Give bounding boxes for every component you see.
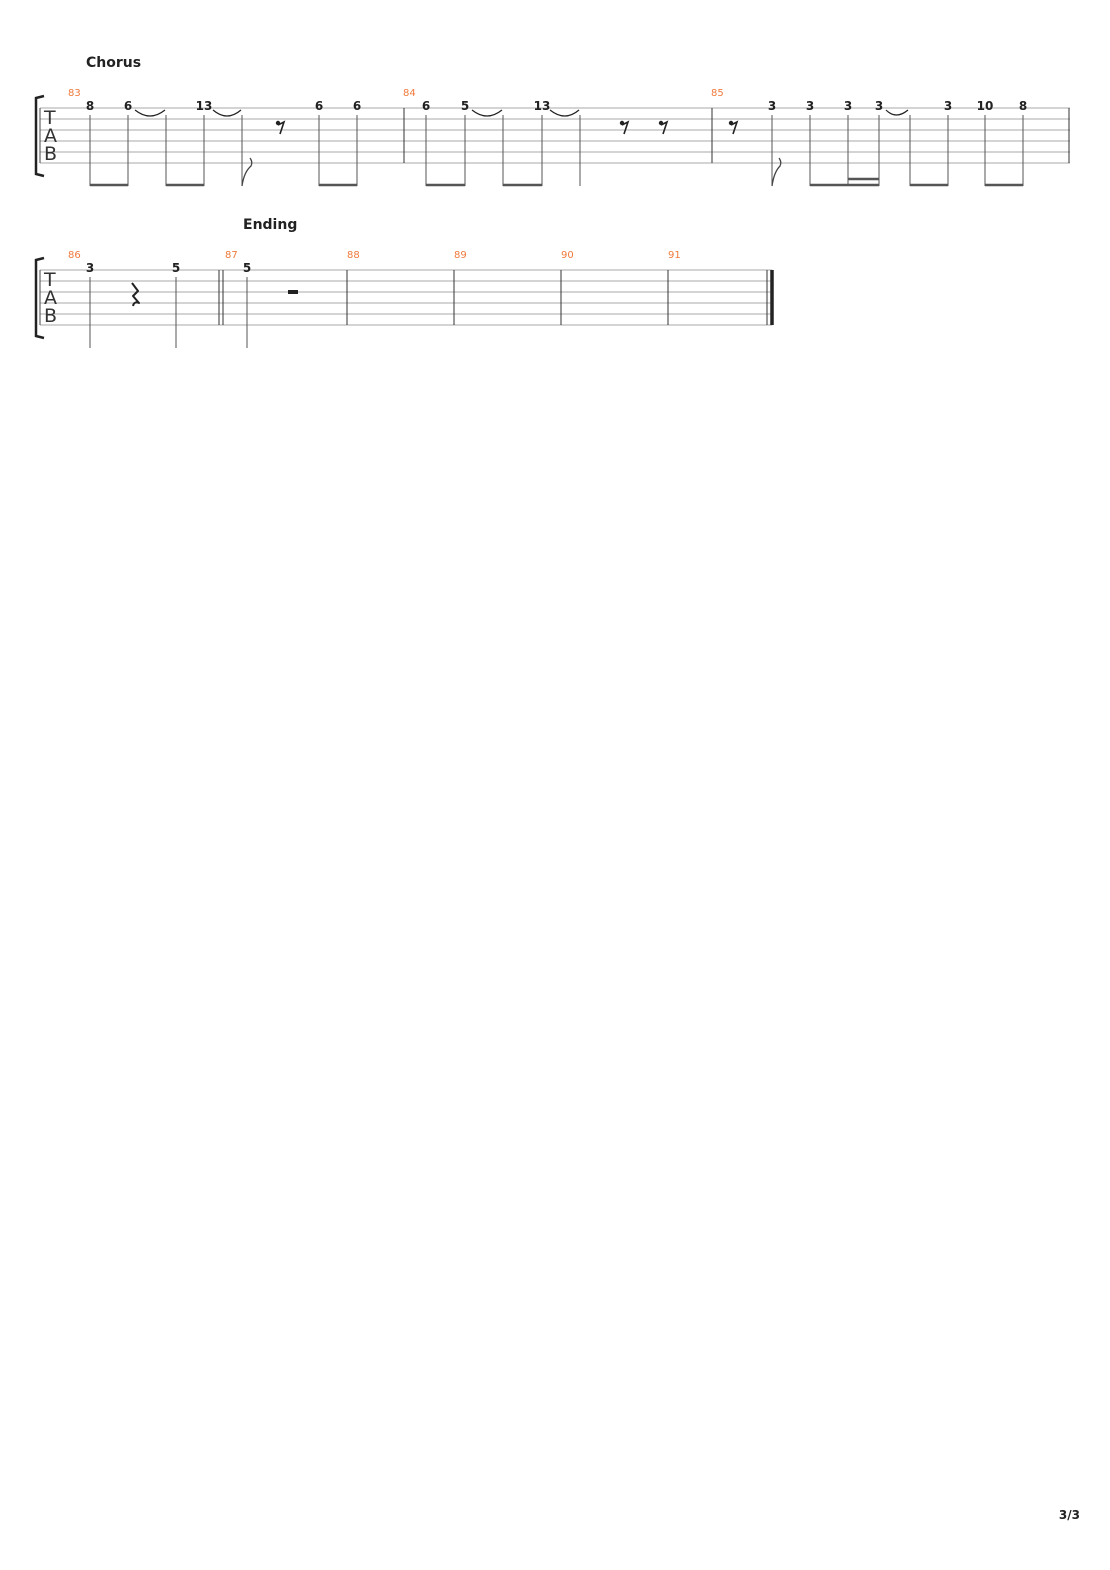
tab-clef-a: A (44, 287, 57, 309)
page-number: 3/3 (1058, 1508, 1080, 1522)
measure-number: 85 (711, 88, 724, 99)
half-rest (288, 290, 298, 294)
eighth-rest (275, 120, 286, 135)
staff-lines (40, 107, 1070, 164)
fret-number: 10 (977, 99, 994, 113)
fret-number: 8 (86, 99, 94, 113)
fret-number: 6 (422, 99, 430, 113)
fret-number: 3 (86, 261, 94, 275)
stems (89, 115, 1024, 186)
system-1: Chorus T A B 83 84 85 8 6 13 6 6 6 (34, 55, 1070, 187)
tab-clef-b: B (44, 143, 57, 165)
system-bracket (34, 256, 45, 340)
tab-clef-b: B (44, 305, 57, 327)
tablature-score: Chorus T A B 83 84 85 8 6 13 6 6 6 (34, 55, 1070, 348)
fret-number: 8 (1019, 99, 1027, 113)
fret-number: 6 (353, 99, 361, 113)
fret-number: 5 (461, 99, 469, 113)
tab-clef-t: T (43, 269, 56, 291)
measure-number: 91 (668, 250, 681, 261)
system-2: Ending T A B 86 87 88 89 90 91 (34, 217, 774, 348)
beams (90, 177, 1023, 187)
fret-number: 5 (243, 261, 251, 275)
fret-number: 13 (196, 99, 213, 113)
fret-number: 3 (806, 99, 814, 113)
tab-clef-t: T (43, 107, 56, 129)
section-label-chorus: Chorus (86, 55, 141, 71)
fret-number: 3 (875, 99, 883, 113)
fret-number: 5 (172, 261, 180, 275)
measure-number: 83 (68, 88, 81, 99)
eighth-rest (658, 120, 669, 135)
eighth-rest (619, 120, 630, 135)
ties (134, 109, 909, 117)
section-label-ending: Ending (243, 217, 297, 233)
system-bracket (34, 94, 45, 178)
tab-clef-a: A (44, 125, 57, 147)
eighth-rest (728, 120, 739, 135)
tie (134, 109, 166, 117)
tie (549, 109, 580, 117)
tie (885, 109, 909, 116)
staff-lines (40, 269, 772, 326)
eighth-flag (771, 157, 782, 187)
stems (89, 277, 248, 348)
measure-number: 84 (403, 88, 416, 99)
measure-number: 88 (347, 250, 360, 261)
tie (471, 109, 503, 117)
eighth-flag (241, 157, 253, 187)
measure-number: 89 (454, 250, 467, 261)
fret-number: 13 (534, 99, 551, 113)
tie (212, 109, 242, 117)
fret-number: 6 (124, 99, 132, 113)
quarter-rest (131, 282, 140, 307)
measure-number: 87 (225, 250, 238, 261)
fret-number: 3 (944, 99, 952, 113)
fret-number: 6 (315, 99, 323, 113)
measure-number: 90 (561, 250, 574, 261)
fret-number: 3 (844, 99, 852, 113)
fret-number: 3 (768, 99, 776, 113)
measure-number: 86 (68, 250, 81, 261)
